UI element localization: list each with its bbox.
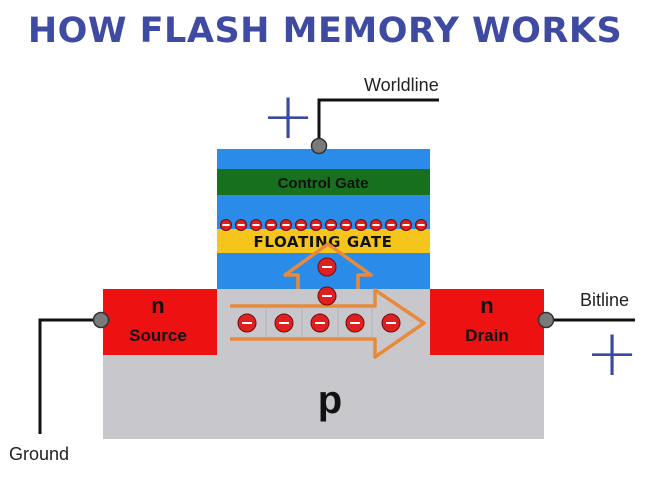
electron xyxy=(295,219,307,231)
channel-cell-dividers xyxy=(265,307,373,338)
source-region xyxy=(103,289,217,355)
channel-current-arrow xyxy=(230,288,426,359)
control-gate-label: Control Gate xyxy=(278,175,369,192)
page-title: HOW FLASH MEMORY WORKS xyxy=(28,11,622,51)
electron xyxy=(250,219,262,231)
tunneling-electrons xyxy=(317,257,337,306)
electron xyxy=(345,313,365,333)
electron xyxy=(325,219,337,231)
channel-electrons xyxy=(237,313,401,333)
p-substrate xyxy=(103,354,544,439)
electron xyxy=(317,286,337,306)
drain-region xyxy=(430,289,544,355)
electron xyxy=(310,313,330,333)
middle-oxide-layer xyxy=(217,195,430,229)
worldline-terminal xyxy=(310,137,328,155)
top-oxide-layer xyxy=(217,149,430,169)
electron xyxy=(340,219,352,231)
ground-label: Ground xyxy=(9,444,69,464)
substrate-label: p xyxy=(318,378,342,422)
source-terminal xyxy=(92,311,110,329)
worldline-wire xyxy=(317,98,439,146)
source-type-label: n xyxy=(151,293,164,318)
electron xyxy=(381,313,401,333)
ground-wire xyxy=(38,318,101,434)
electron xyxy=(280,219,292,231)
bitline-label: Bitline xyxy=(580,290,629,310)
electron xyxy=(310,219,322,231)
control-gate-layer xyxy=(217,169,430,195)
drain-type-label: n xyxy=(480,293,493,318)
electron xyxy=(274,313,294,333)
tunneling-arrow xyxy=(283,242,373,289)
worldline-label: Worldline xyxy=(364,75,439,95)
electron xyxy=(400,219,412,231)
electron xyxy=(370,219,382,231)
electron xyxy=(265,219,277,231)
electron xyxy=(220,219,232,231)
drain-label: Drain xyxy=(465,326,508,345)
floating-gate-label: FLOATING GATE xyxy=(254,233,393,251)
worldline-plus-icon: + xyxy=(261,80,315,154)
floating-gate-electrons xyxy=(220,219,427,231)
electron xyxy=(385,219,397,231)
electron xyxy=(317,257,337,277)
electron xyxy=(237,313,257,333)
bitline-plus-icon: + xyxy=(585,317,639,391)
electron xyxy=(355,219,367,231)
source-label: Source xyxy=(129,326,187,345)
electron xyxy=(415,219,427,231)
drain-terminal xyxy=(537,311,555,329)
electron xyxy=(235,219,247,231)
